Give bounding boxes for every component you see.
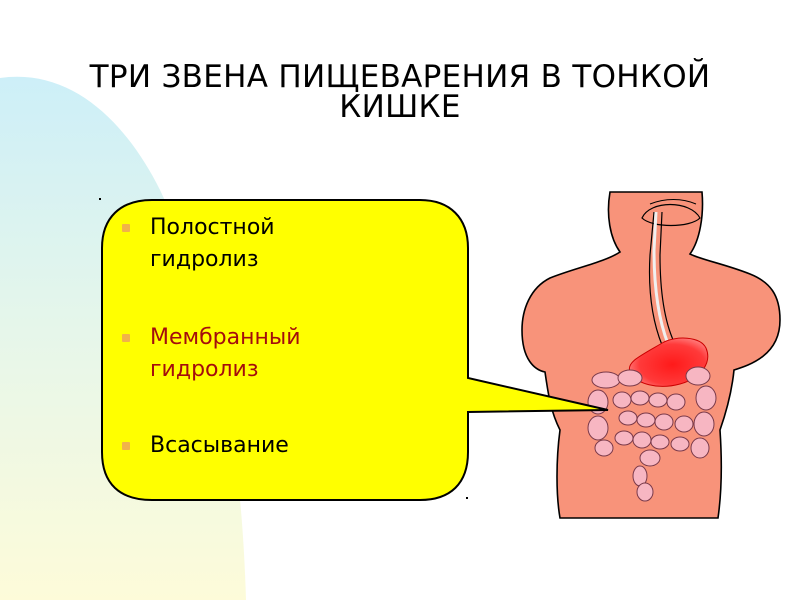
item-line: Полостной: [150, 215, 275, 240]
item-line: гидролиз: [150, 247, 259, 272]
bullet-marker: [122, 224, 130, 232]
intestine-illustration: [587, 366, 717, 502]
bullet-list: Полостной гидролиз Мембранный гидролиз В…: [122, 212, 452, 462]
bullet-marker: [122, 442, 130, 450]
slide-title: ТРИ ЗВЕНА ПИЩЕВАРЕНИЯ В ТОНКОЙ КИШКЕ: [30, 59, 770, 125]
title-line-1: ТРИ ЗВЕНА ПИЩЕВАРЕНИЯ В ТОНКОЙ: [89, 59, 711, 95]
callout-bubble: [101, 199, 609, 501]
decorative-dot: [466, 497, 468, 499]
decorative-dot: [99, 198, 101, 200]
bullet-item-absorption: Всасывание: [122, 430, 452, 462]
item-line: Мембранный: [150, 325, 301, 350]
bullet-marker: [122, 334, 130, 342]
title-line-2: КИШКЕ: [339, 89, 461, 125]
bullet-item-cavity-hydrolysis: Полостной гидролиз: [122, 212, 452, 276]
item-line: гидролиз: [150, 357, 259, 382]
item-line: Всасывание: [150, 433, 289, 458]
bullet-item-membrane-hydrolysis: Мембранный гидролиз: [122, 322, 452, 386]
